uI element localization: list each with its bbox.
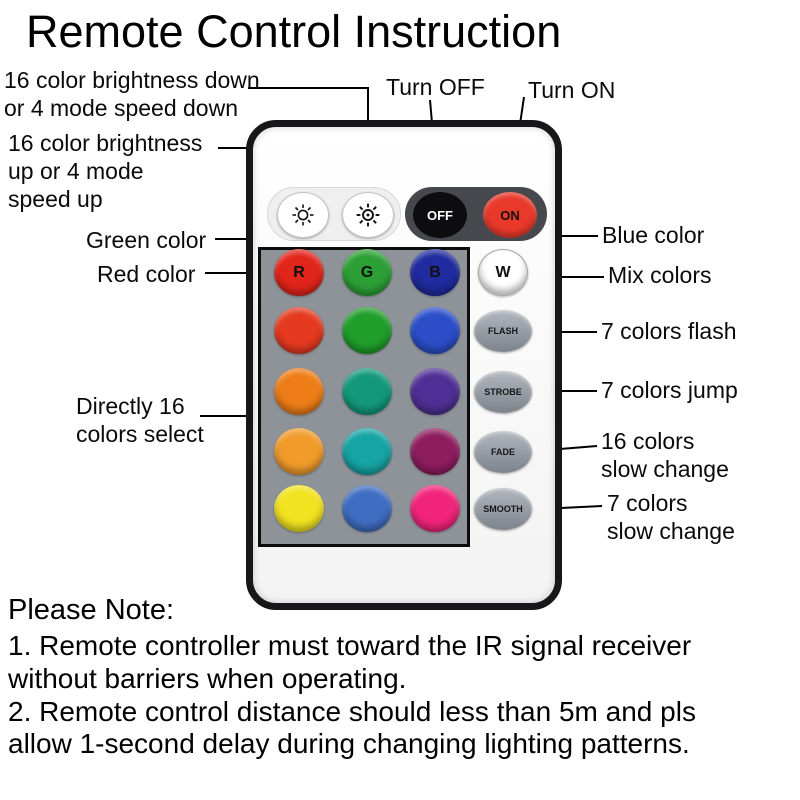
green-button: G: [342, 249, 392, 296]
strobe-button: STROBE: [474, 371, 532, 413]
color-button: [274, 307, 324, 354]
remote-body: OFF ON R G B W FLASH STROBE FADE SMOOTH: [246, 120, 562, 610]
white-mix-button: W: [478, 249, 528, 296]
color-button: [342, 485, 392, 532]
brightness-up-button: [277, 192, 329, 238]
note-1: 1. Remote controller must toward the IR …: [8, 630, 692, 694]
label-brightness-down: 16 color brightness down or 4 mode speed…: [4, 67, 260, 122]
label-7-colors-slow-change: 7 colors slow change: [607, 490, 735, 545]
smooth-button: SMOOTH: [474, 488, 532, 530]
label-7-colors-flash: 7 colors flash: [601, 318, 737, 344]
label-7-colors-jump: 7 colors jump: [601, 377, 738, 403]
leader-fade: [559, 445, 598, 450]
color-button: [274, 368, 324, 415]
brightness-down-button: [342, 192, 394, 238]
color-button: [274, 428, 324, 475]
color-button: [410, 368, 460, 415]
label-green-color: Green color: [86, 227, 207, 253]
color-button: [342, 307, 392, 354]
label-direct-select: Directly 16 colors select: [76, 393, 204, 448]
color-button: [410, 428, 460, 475]
label-brightness-up: 16 color brightness up or 4 mode speed u…: [8, 130, 203, 213]
note-2: 2. Remote control distance should less t…: [8, 695, 696, 760]
color-button: [410, 485, 460, 532]
color-button: [342, 428, 392, 475]
label-mix-colors: Mix colors: [608, 262, 712, 288]
brightness-icon: [292, 204, 314, 226]
label-turn-on: Turn ON: [528, 77, 616, 103]
off-button: OFF: [413, 192, 467, 238]
color-button: [274, 485, 324, 532]
page-title: Remote Control Instruction: [26, 6, 562, 57]
color-button: [410, 307, 460, 354]
label-turn-off: Turn OFF: [386, 74, 485, 100]
flash-button: FLASH: [474, 310, 532, 352]
notes-heading: Please Note:: [8, 594, 175, 626]
label-red-color: Red color: [97, 261, 196, 287]
label-blue-color: Blue color: [602, 222, 705, 248]
red-button: R: [274, 249, 324, 296]
on-button: ON: [483, 192, 537, 238]
leader-smooth: [560, 505, 603, 509]
color-button: [342, 368, 392, 415]
notes-section: Please Note: 1. Remote controller must t…: [8, 594, 696, 761]
brightness-icon: [356, 203, 380, 227]
fade-button: FADE: [474, 431, 532, 473]
blue-button: B: [410, 249, 460, 296]
label-16-colors-slow-change: 16 colors slow change: [601, 428, 729, 483]
